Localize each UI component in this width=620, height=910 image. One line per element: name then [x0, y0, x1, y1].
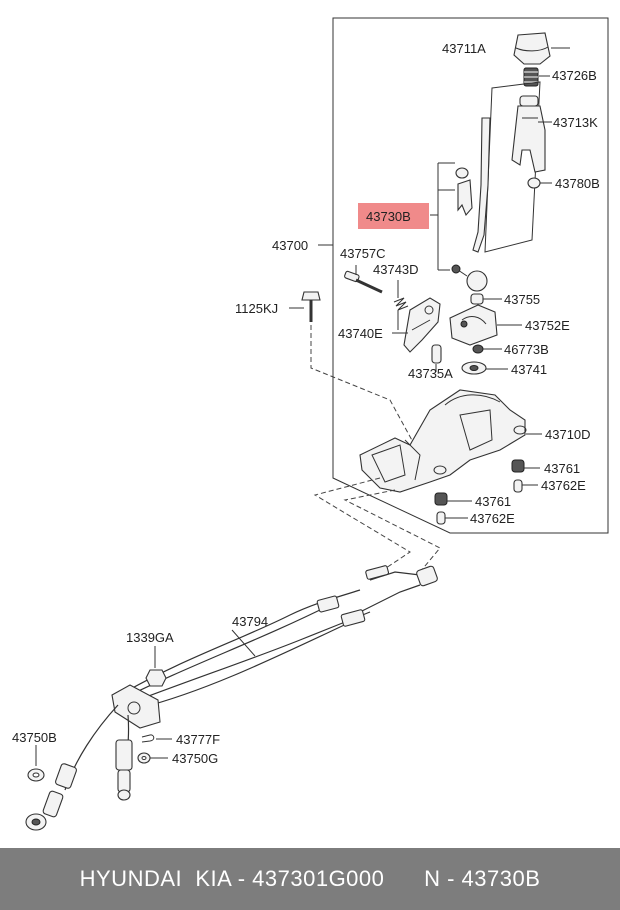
part-number-banner: HYUNDAI KIA - 437301G000 N - 43730B: [0, 848, 620, 910]
label-43757C: 43757C: [340, 246, 386, 261]
label-43762E-right: 43762E: [541, 478, 586, 493]
label-43752E: 43752E: [525, 318, 570, 333]
grommet-43761-right: [511, 459, 525, 493]
label-1125KJ: 1125KJ: [235, 301, 278, 316]
label-43762E-left: 43762E: [470, 511, 515, 526]
label-43755: 43755: [504, 292, 540, 307]
lever-top-bracket: [511, 95, 546, 173]
nut-1339GA: [145, 669, 167, 687]
label-43777F: 43777F: [176, 732, 220, 747]
brand-part-number: HYUNDAI KIA - 437301G000: [79, 866, 385, 891]
highlight-box: [358, 203, 429, 229]
label-43730B: 43730B: [366, 209, 411, 224]
grommet-43761-left: [434, 492, 448, 525]
label-43713K: 43713K: [553, 115, 598, 130]
label-43710D: 43710D: [545, 427, 591, 442]
diagram-number: N - 43730B: [424, 866, 541, 891]
parts-diagram: 43711A 43726B 43713K 43780B 43730B 43700…: [12, 17, 609, 831]
bushing-43780B: [527, 177, 541, 189]
label-43711A: 43711A: [442, 41, 486, 56]
shift-cables: [25, 565, 438, 831]
washer-43750B: [27, 768, 45, 782]
banner-spacer: [384, 866, 424, 892]
label-43780B: 43780B: [555, 176, 600, 191]
washer-43750G: [137, 752, 151, 764]
assembly-frame: [332, 17, 609, 534]
label-43700: 43700: [272, 238, 308, 253]
spring: [523, 67, 539, 87]
label-43726B: 43726B: [552, 68, 597, 83]
label-43740E: 43740E: [338, 326, 383, 341]
label-43761-left: 43761: [475, 494, 511, 509]
label-43750B: 43750B: [12, 730, 57, 745]
label-1339GA: 1339GA: [126, 630, 174, 645]
detent-spring: [393, 297, 409, 330]
bushing-46773B: [472, 344, 484, 354]
shift-lever: [472, 117, 491, 253]
base-housing: [359, 389, 527, 493]
clip-43777F: [141, 734, 155, 743]
label-46773B: 46773B: [504, 342, 549, 357]
label-43743D: 43743D: [373, 262, 419, 277]
label-43735A: 43735A: [408, 366, 453, 381]
bushing-43741: [461, 361, 487, 375]
bushing-43755: [470, 293, 484, 305]
label-43741: 43741: [511, 362, 547, 377]
pivot-bolt: [344, 270, 383, 294]
label-43794: 43794: [232, 614, 268, 629]
shift-housing: [449, 304, 498, 346]
label-43761-right: 43761: [544, 461, 580, 476]
detent-plate: [403, 297, 441, 353]
cable-bracket-set: [451, 167, 488, 292]
bolt-1125KJ: [301, 291, 321, 322]
shift-knob: [513, 32, 551, 65]
pin-43735A: [431, 344, 442, 364]
label-43750G: 43750G: [172, 751, 218, 766]
